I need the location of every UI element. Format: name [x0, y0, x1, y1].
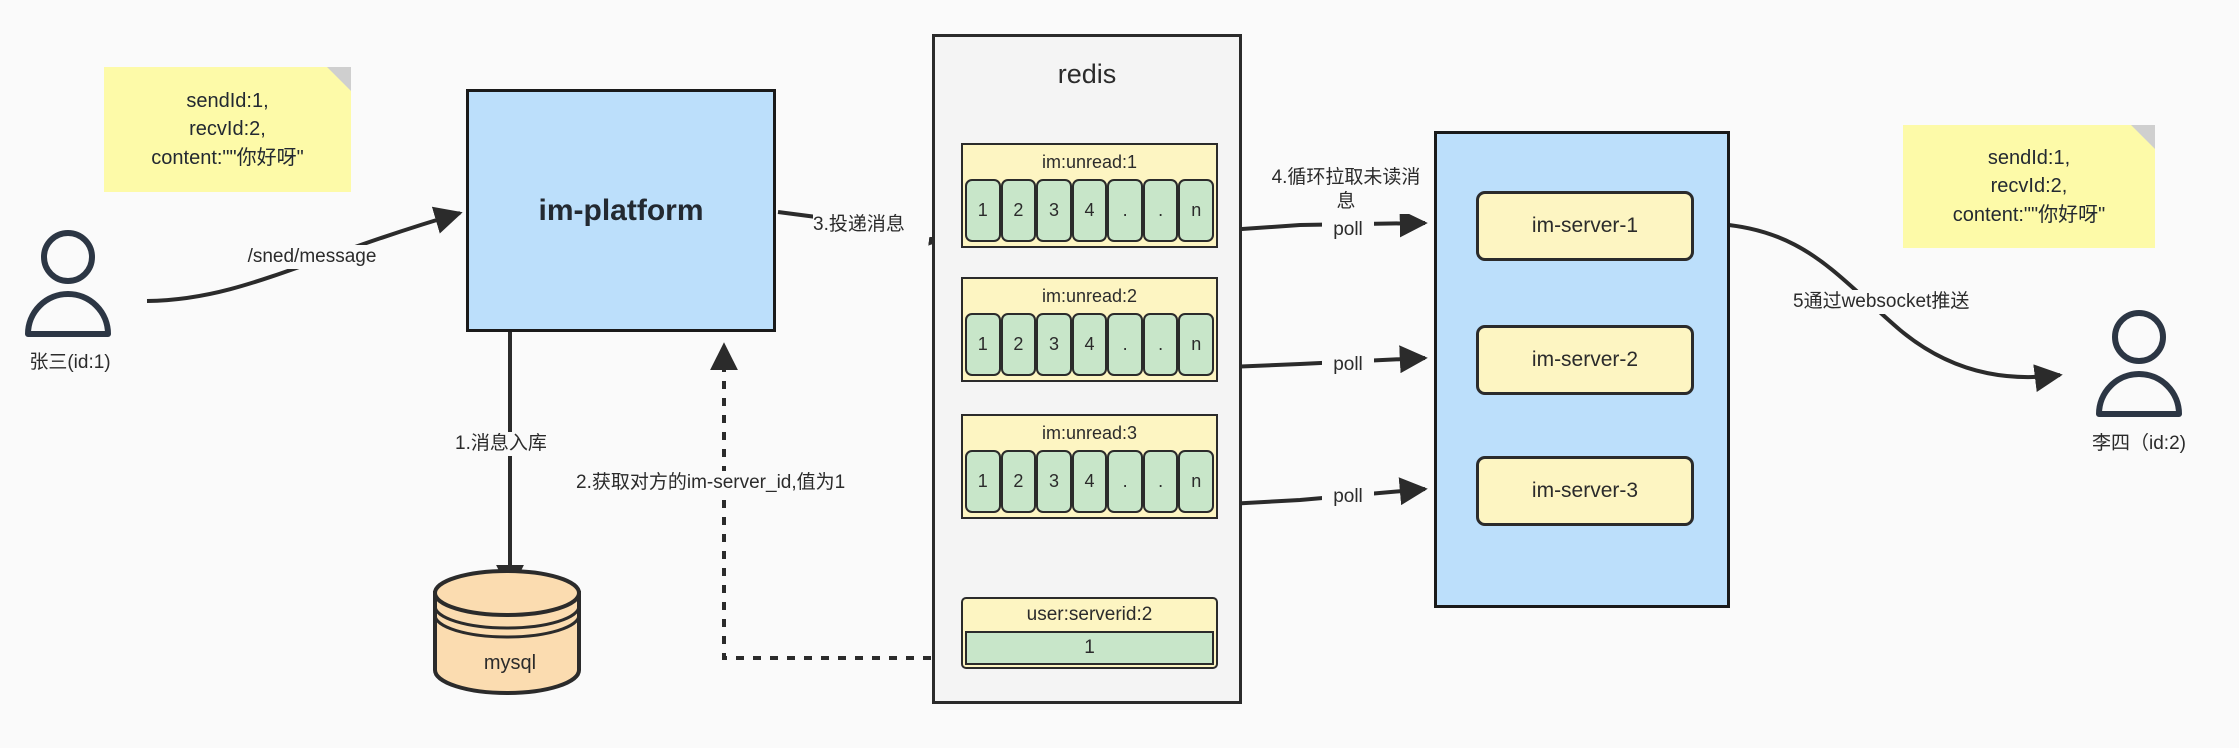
edge-label-step3: 3.投递消息: [813, 213, 948, 237]
redis-list-2[interactable]: im:unread:3 1 2 3 4 . . n: [961, 414, 1218, 519]
database-cylinder-icon-mysql[interactable]: [430, 568, 590, 698]
redis-cell[interactable]: .: [1142, 450, 1179, 513]
redis-cell[interactable]: 1: [965, 313, 1001, 376]
sticky-note-right-text: sendId:1, recvId:2, content:""你好呀": [1952, 146, 2106, 226]
im-server-node-1[interactable]: im-server-1: [1476, 191, 1694, 261]
sticky-note-left-text: sendId:1, recvId:2, content:""你好呀": [151, 89, 304, 169]
redis-list-0[interactable]: im:unread:1 1 2 3 4 . . n: [961, 143, 1218, 248]
redis-cell[interactable]: 3: [1036, 313, 1072, 376]
redis-cell[interactable]: n: [1178, 179, 1215, 242]
edge-label-poll-2: poll: [1322, 353, 1374, 377]
mysql-label: mysql: [483, 652, 537, 674]
edge-label-poll-3: poll: [1322, 485, 1374, 509]
redis-cell[interactable]: n: [1178, 450, 1215, 513]
redis-container: redis im:unread:1 1 2 3 4 . . n im:unrea…: [932, 34, 1242, 704]
redis-list-1[interactable]: im:unread:2 1 2 3 4 . . n: [961, 277, 1218, 382]
note-fold-icon: [327, 67, 351, 91]
note-fold-icon: [2131, 125, 2155, 149]
redis-cell[interactable]: 2: [1000, 450, 1037, 513]
redis-list-1-cells: 1 2 3 4 . . n: [963, 313, 1216, 376]
edge-label-step5: 5通过websocket推送: [1793, 290, 2013, 314]
im-platform-label: im-platform: [538, 193, 704, 227]
redis-cell[interactable]: 4: [1071, 179, 1108, 242]
redis-single-key: user:serverid:2: [1026, 604, 1153, 625]
redis-single-key-entry[interactable]: user:serverid:2 1: [961, 597, 1218, 669]
redis-list-2-cells: 1 2 3 4 . . n: [963, 450, 1216, 513]
edge-redis-to-platform: [710, 342, 965, 660]
im-platform-box[interactable]: im-platform: [466, 89, 776, 332]
edge-label-send-message: /sned/message: [227, 245, 397, 269]
redis-cell[interactable]: .: [1107, 179, 1143, 242]
redis-cell[interactable]: .: [1142, 313, 1179, 376]
redis-cell[interactable]: 3: [1036, 179, 1072, 242]
person-icon-sender: [25, 230, 111, 337]
redis-cell[interactable]: .: [1107, 450, 1143, 513]
edge-label-step2: 2.获取对方的im-server_id,值为1: [576, 471, 876, 495]
redis-single-value: 1: [965, 631, 1214, 665]
redis-cell[interactable]: 4: [1071, 313, 1108, 376]
redis-cell[interactable]: 4: [1071, 450, 1108, 513]
redis-cell[interactable]: 3: [1036, 450, 1072, 513]
redis-list-0-key: im:unread:1: [1041, 151, 1138, 172]
actor-label-receiver: 李四（id:2): [2092, 433, 2186, 454]
redis-list-0-cells: 1 2 3 4 . . n: [963, 179, 1216, 242]
redis-list-1-key: im:unread:2: [1041, 285, 1138, 306]
actor-label-sender: 张三(id:1): [29, 352, 111, 373]
im-server-cluster: im-server-1 im-server-2 im-server-3: [1434, 131, 1730, 608]
sticky-note-right: sendId:1, recvId:2, content:""你好呀": [1903, 125, 2155, 248]
im-server-node-2[interactable]: im-server-2: [1476, 325, 1694, 395]
redis-cell[interactable]: .: [1142, 179, 1179, 242]
redis-cell[interactable]: 2: [1000, 179, 1037, 242]
redis-title: redis: [1057, 59, 1117, 89]
edge-label-step4: 4.循环拉取未读消 息: [1256, 166, 1436, 214]
person-icon-receiver: [2096, 310, 2182, 417]
redis-cell[interactable]: n: [1178, 313, 1215, 376]
edge-label-poll-1: poll: [1322, 218, 1374, 242]
redis-cell[interactable]: 2: [1000, 313, 1037, 376]
redis-cell[interactable]: 1: [965, 450, 1001, 513]
im-server-node-3[interactable]: im-server-3: [1476, 456, 1694, 526]
redis-cell[interactable]: .: [1107, 313, 1143, 376]
sticky-note-left: sendId:1, recvId:2, content:""你好呀": [104, 67, 351, 192]
redis-cell[interactable]: 1: [965, 179, 1001, 242]
redis-list-2-key: im:unread:3: [1041, 422, 1138, 443]
edge-label-step1: 1.消息入库: [455, 432, 605, 456]
